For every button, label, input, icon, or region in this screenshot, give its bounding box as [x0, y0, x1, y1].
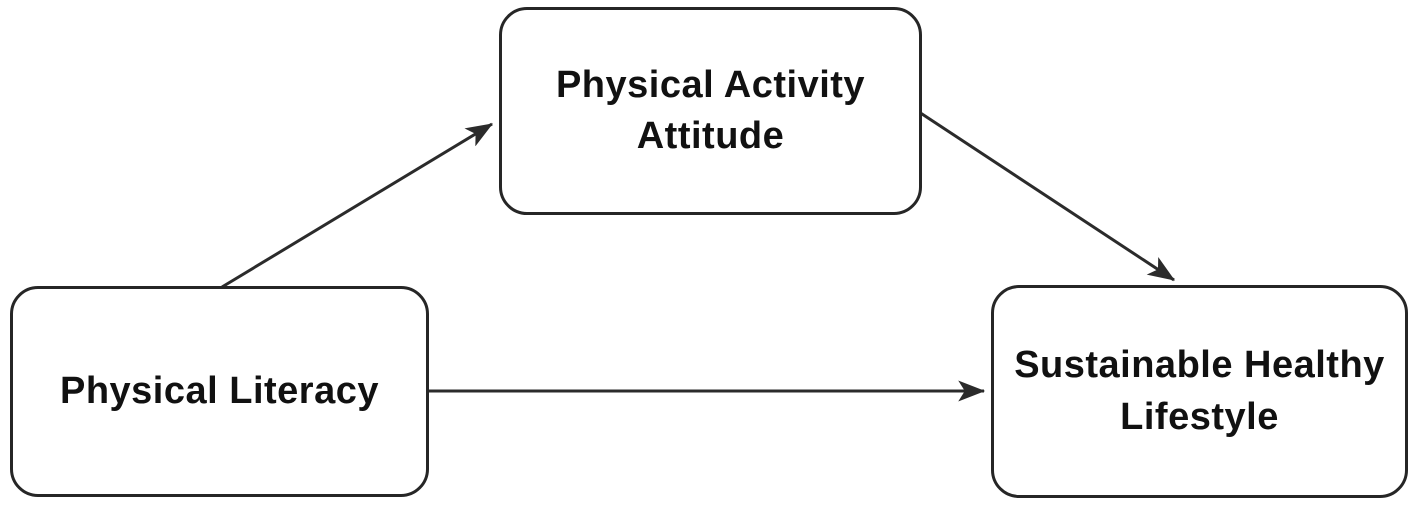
node-sustainable-healthy-lifestyle: Sustainable Healthy Lifestyle	[991, 285, 1408, 498]
node-physical-activity-attitude-label-line2: Attitude	[636, 115, 785, 157]
node-sustainable-healthy-lifestyle-label-line2: Lifestyle	[1120, 395, 1279, 438]
edge-literacy-to-attitude	[221, 122, 494, 289]
node-sustainable-healthy-lifestyle-label-line1: Sustainable Healthy	[1014, 344, 1385, 387]
node-physical-activity-attitude: Physical Activity Attitude	[499, 7, 922, 215]
edge-attitude-to-lifestyle	[918, 110, 1176, 282]
node-physical-activity-attitude-label-line1: Physical Activity	[555, 63, 866, 106]
node-physical-literacy-label: Physical Literacy	[59, 369, 379, 412]
node-physical-literacy: Physical Literacy	[10, 286, 429, 497]
